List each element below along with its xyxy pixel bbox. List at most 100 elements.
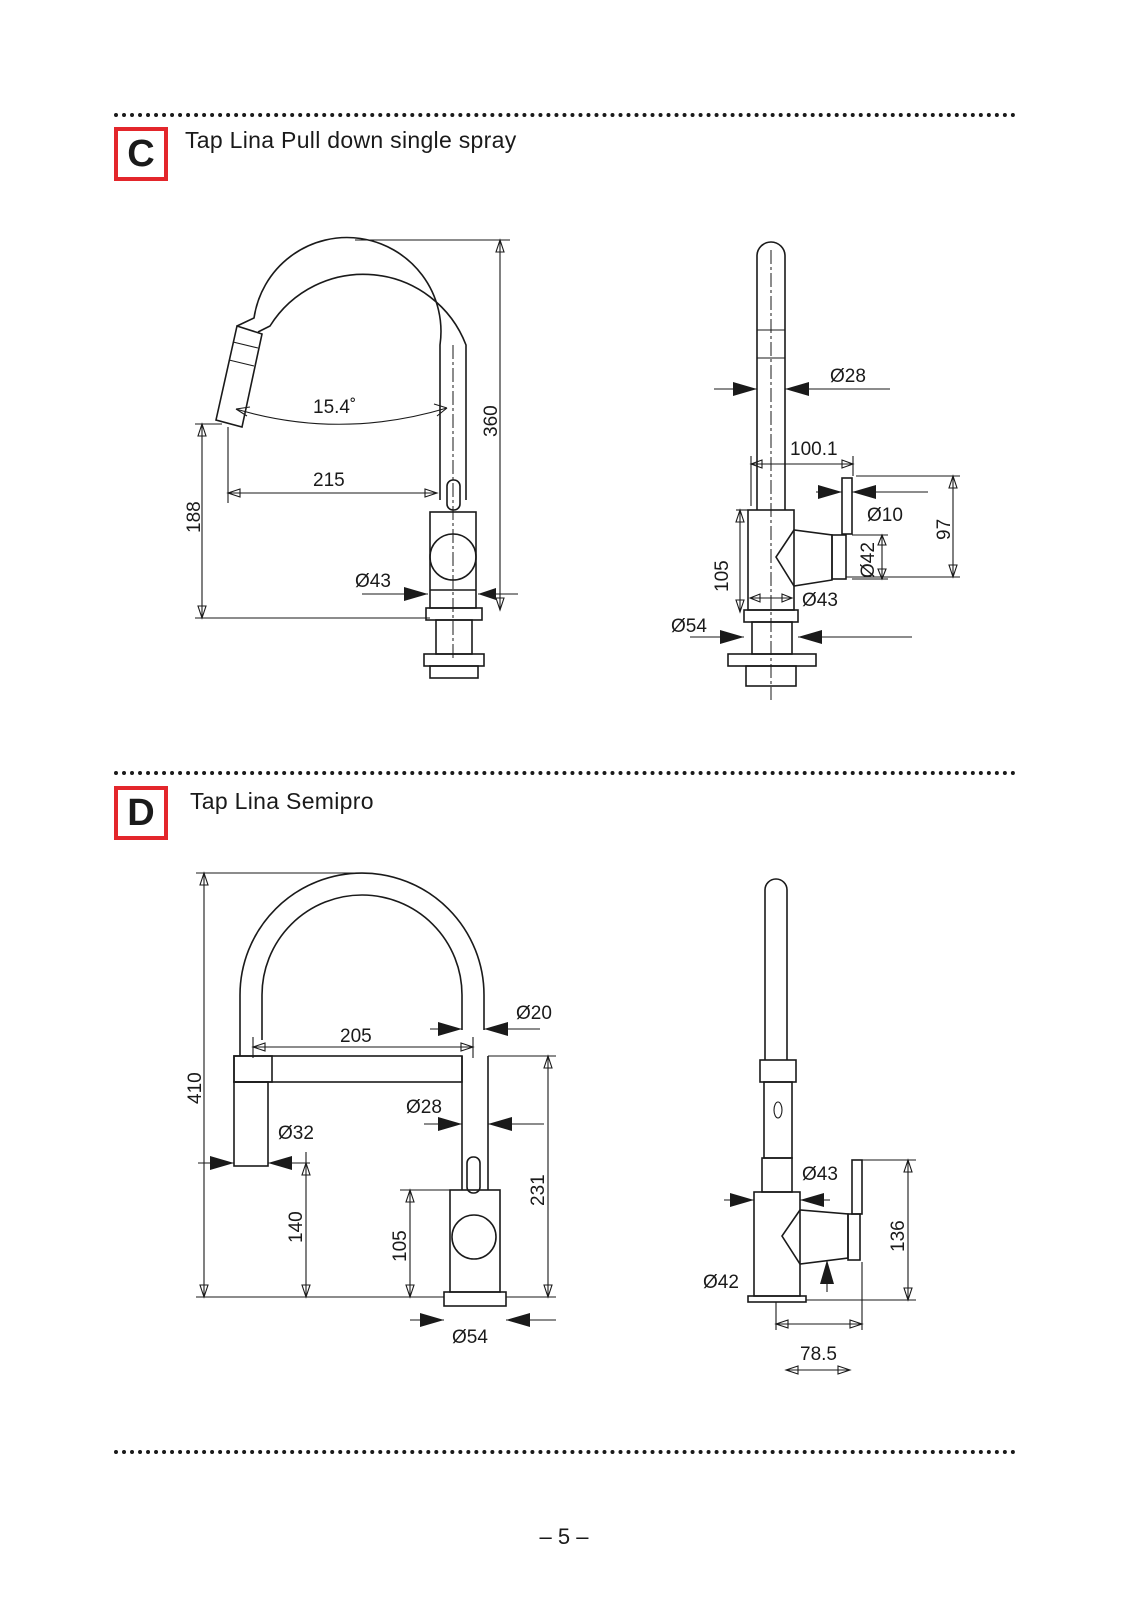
c-front-base-dia-arrow-right xyxy=(478,588,496,600)
d-front-base-dia-label: Ø54 xyxy=(452,1327,488,1348)
d-front-spray-height-label: 140 xyxy=(286,1211,307,1243)
c-side-lever xyxy=(841,477,853,535)
d-front-spout-dia-label: Ø20 xyxy=(516,1003,552,1024)
c-front-spray-head xyxy=(215,324,263,428)
section-d-title: Tap Lina Semipro xyxy=(190,788,374,814)
c-front-spout-height-label: 188 xyxy=(184,501,205,533)
d-front-spray-head xyxy=(233,1081,269,1167)
d-front-handle-disc xyxy=(451,1214,497,1260)
d-side-body-dia-label: Ø43 xyxy=(802,1164,838,1185)
d-side-spout xyxy=(764,878,788,1060)
c-front-spray-rings xyxy=(228,341,259,367)
d-front-riser-dia-arrow-left xyxy=(438,1117,462,1131)
d-front-lever xyxy=(466,1156,481,1194)
d-front-height-label: 410 xyxy=(185,1072,206,1104)
d-front-reach-arrows xyxy=(251,1042,475,1052)
d-side-depth-arrows xyxy=(774,1319,864,1329)
d-side-depth-label-arrowheads xyxy=(784,1365,852,1375)
c-side-spout xyxy=(756,241,786,510)
c-front-spout-height-arrows xyxy=(197,422,207,620)
d-front-riser-dia-arrow-right xyxy=(488,1117,512,1131)
c-front-spout-inner xyxy=(257,273,467,370)
section-d-letter: D xyxy=(127,791,155,834)
d-side-base xyxy=(747,1295,807,1303)
c-side-body-dia-arrows xyxy=(748,593,794,603)
d-side-handle-dia-label: Ø42 xyxy=(703,1272,739,1293)
d-front-riser xyxy=(461,1056,489,1190)
d-side-handle xyxy=(781,1209,849,1265)
c-front-spout-outer xyxy=(236,236,442,370)
d-front-spout-dia-arrow-left xyxy=(438,1022,462,1036)
d-front-spray-height-arrows xyxy=(301,1161,311,1299)
c-front-angle-arrows xyxy=(235,403,448,417)
section-c-badge: C xyxy=(114,127,168,181)
d-front-spray-dia-label: Ø32 xyxy=(278,1123,314,1144)
c-side-flange-dia-arrow-left xyxy=(720,630,744,644)
c-front-neck xyxy=(439,370,467,500)
section-d-badge: D xyxy=(114,786,168,840)
c-front-angle-arc xyxy=(235,407,448,425)
d-front-spout-dia-arrow-right xyxy=(484,1022,508,1036)
d-side-body xyxy=(753,1191,801,1297)
c-side-spout-dia-arrow-right xyxy=(785,382,809,396)
c-side-handle xyxy=(775,529,833,587)
section-divider-bottom xyxy=(114,1450,1016,1454)
c-side-flange-dia-arrow-right xyxy=(798,630,822,644)
c-side-handle-dia-arrows xyxy=(877,533,887,581)
c-front-height-label: 360 xyxy=(481,405,502,437)
d-side-handle-height-arrows xyxy=(903,1158,913,1302)
d-side-neck xyxy=(761,1157,793,1193)
d-side-lever xyxy=(851,1159,863,1215)
section-divider-middle xyxy=(114,771,1016,775)
c-side-body-dia-label: Ø43 xyxy=(802,590,838,611)
c-side-flange-dia-label: Ø54 xyxy=(671,616,707,637)
page-number: – 5 – xyxy=(539,1524,589,1549)
d-side-handle-dia-arrow xyxy=(820,1260,834,1284)
d-front-base-dia-arrow-left xyxy=(420,1313,444,1327)
c-front-base-dia-arrow-left xyxy=(404,587,428,601)
c-front-height-arrows xyxy=(495,238,505,612)
c-side-handle-height-arrows xyxy=(948,474,958,579)
d-side-spray-button xyxy=(773,1101,783,1119)
c-side-handle-height-label: 97 xyxy=(934,519,955,540)
d-side-handle-height-label: 136 xyxy=(888,1220,909,1252)
c-side-lever-dia-label: Ø10 xyxy=(867,505,903,526)
c-side-clamp xyxy=(745,665,797,687)
d-front-reach-label: 205 xyxy=(340,1026,372,1047)
section-divider-top xyxy=(114,113,1016,117)
d-front-body-height-label: 105 xyxy=(390,1230,411,1262)
c-side-body-height-label: 105 xyxy=(712,560,733,592)
c-front-handle-disc xyxy=(429,533,477,581)
d-front-spray-dia-arrow-right xyxy=(268,1156,292,1170)
c-side-handle-dia-label: Ø42 xyxy=(858,542,879,578)
c-side-lever-offset-label: 100.1 xyxy=(790,439,838,460)
c-front-angle-label: 15.4˚ xyxy=(313,397,356,418)
c-side-spout-dia-label: Ø28 xyxy=(830,366,866,387)
section-c-letter: C xyxy=(127,132,155,175)
c-front-reach-arrows xyxy=(226,488,439,498)
d-front-spout-inner xyxy=(261,894,463,1040)
d-side-handle-cap xyxy=(847,1213,861,1261)
d-side-spray-collar xyxy=(759,1059,797,1083)
d-front-riser-dia-label: Ø28 xyxy=(406,1097,442,1118)
c-side-lever-offset-arrows xyxy=(749,459,855,469)
d-front-body-height-arrows xyxy=(405,1188,415,1299)
c-side-spout-dia-arrow-left xyxy=(733,382,757,396)
d-front-spray-dia-arrow-left xyxy=(210,1156,234,1170)
d-side-body-dia-arrow-left xyxy=(730,1193,754,1207)
d-front-arm-height-label: 231 xyxy=(528,1174,549,1206)
c-front-reach-label: 215 xyxy=(313,470,345,491)
d-front-base xyxy=(443,1291,507,1307)
c-front-lever xyxy=(446,479,461,511)
c-front-clamp xyxy=(429,665,479,679)
c-side-lever-dia-arrow-right xyxy=(852,485,876,499)
d-front-height-arrows xyxy=(199,871,209,1299)
d-side-spray-head xyxy=(763,1081,793,1159)
d-side-body-dia-arrow-right xyxy=(800,1193,824,1207)
d-front-base-dia-arrow-right xyxy=(506,1313,530,1327)
d-front-arm-height-arrows xyxy=(543,1054,553,1299)
